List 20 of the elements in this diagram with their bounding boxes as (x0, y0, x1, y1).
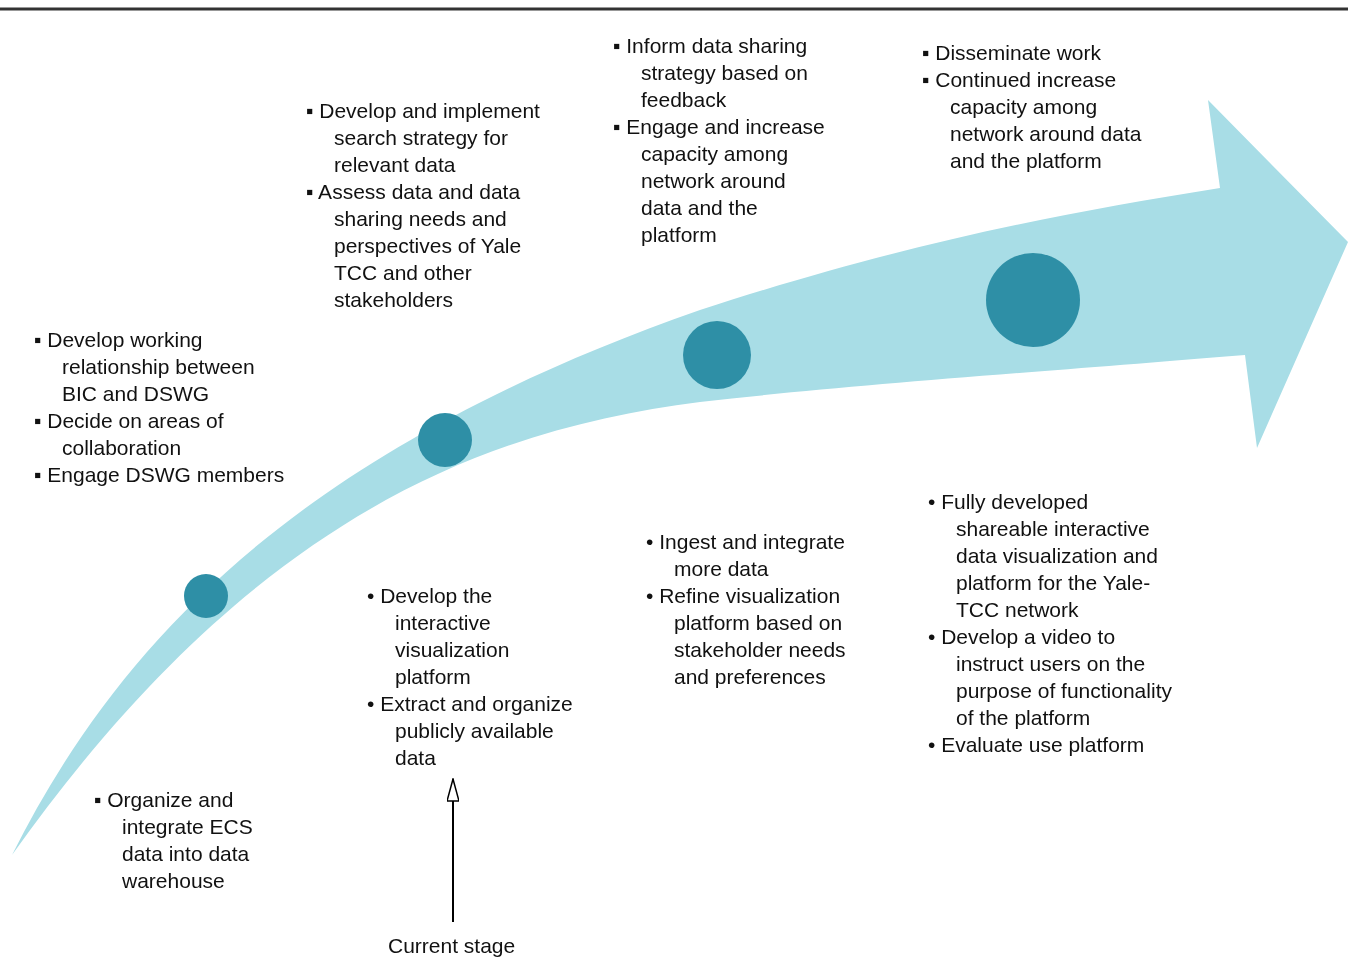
bullet-item: ▪ Continued increase capacity among network around data and the platform (922, 67, 1143, 174)
bullet-item: • Refine visualization platform based on stakeholder needs and preferences (646, 583, 847, 690)
bullet-item: ▪ Develop and implement search strategy for relevant data (306, 98, 541, 178)
bullet-item: • Develop the interactive visualization platform (367, 583, 511, 690)
bullet-item: • Evaluate use platform (928, 732, 1146, 758)
milestone-circle (184, 574, 228, 618)
arrow (446, 778, 460, 923)
bullet-item: ▪ Engage and increase capacity among network around data and the platform (613, 114, 826, 248)
bullet-item: • Extract and organize publicly available data (367, 691, 574, 771)
bullet-item: ▪ Organize and integrate ECS data into data warehouse (94, 787, 254, 894)
bullet-item: ▪ Engage DSWG members (34, 462, 286, 488)
stage-label: Current stage (388, 933, 516, 957)
bullet-item: • Ingest and integrate more data (646, 529, 846, 582)
bullet-item: ▪ Inform data sharing strategy based on feedback (613, 33, 809, 113)
bullet-item: ▪ Assess data and data sharing needs and perspectives of Yale TCC and other stakeholders (306, 179, 523, 313)
bullet-item: ▪ Disseminate work (922, 40, 1102, 66)
bullet-item: ▪ Decide on areas of collaboration (34, 408, 225, 461)
bullet-item: • Fully developed shareable interactive data visualization and platform for the Yale-TCC network (928, 489, 1159, 623)
bullet-item: ▪ Develop working relationship between BIC and DSWG (34, 327, 256, 407)
bullet-item: • Develop a video to instruct users on the purpose of functionality of the platform (928, 624, 1173, 731)
